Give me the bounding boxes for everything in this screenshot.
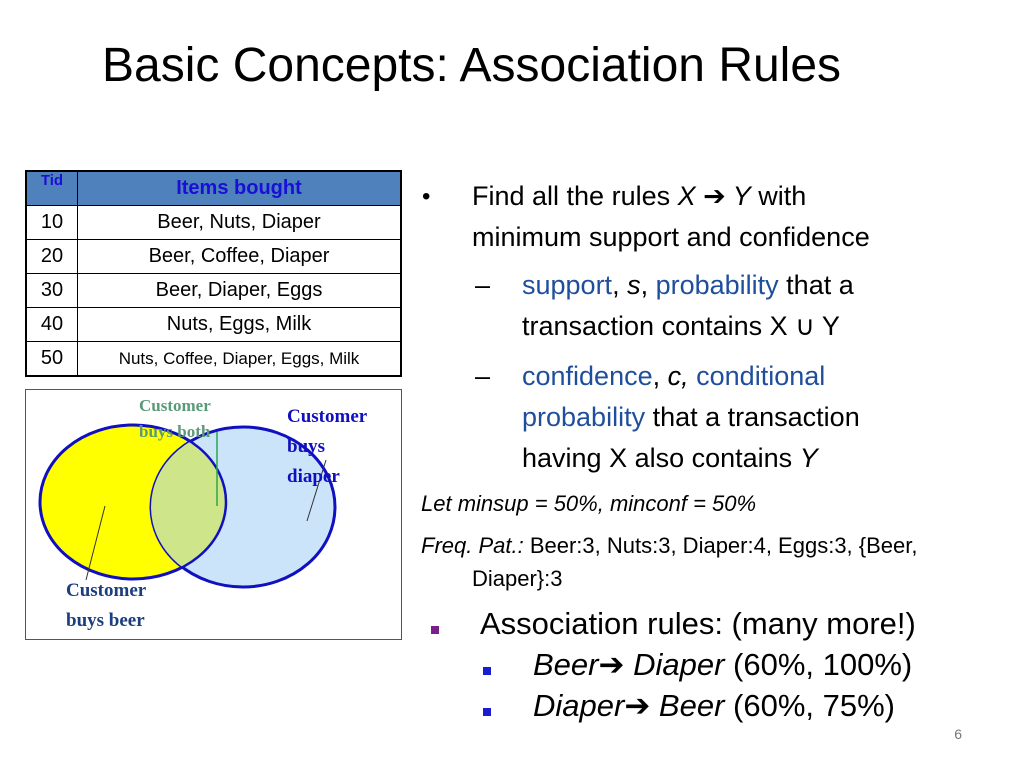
text: Find all the rules [472, 181, 678, 211]
row-items: Nuts, Coffee, Diaper, Eggs, Milk [77, 341, 402, 377]
var-s: s [627, 270, 641, 300]
term-conditional: conditional [688, 361, 826, 391]
label-line: buys [287, 436, 326, 457]
label-customer-buys-beer: Customer buys beer [66, 576, 186, 636]
square-bullet-icon [431, 626, 439, 634]
dash-support: – [475, 270, 491, 300]
rule-diaper-beer: Diaper➔ Beer (60%, 75%) [533, 688, 895, 724]
row-items: Beer, Coffee, Diaper [77, 239, 402, 274]
table-row: 40 Nuts, Eggs, Milk [25, 307, 402, 342]
rule-consequent: Diaper [624, 647, 725, 682]
label-line: diaper [287, 466, 340, 487]
text: that a [778, 270, 854, 300]
row-tid: 10 [25, 205, 78, 240]
rule-beer-diaper: Beer➔ Diaper (60%, 100%) [533, 647, 912, 683]
label-line: Customer [287, 406, 368, 427]
venn-diagram: Customer buys both Customer buys diaper … [25, 389, 402, 640]
text: having X also contains [522, 443, 800, 473]
arrow-icon: ➔ [598, 647, 625, 682]
text: Beer:3, Nuts:3, Diaper:4, Eggs:3, {Beer, [523, 533, 918, 558]
label-line: buys beer [66, 610, 145, 631]
header-items-bought: Items bought [77, 170, 402, 206]
term-confidence: confidence [522, 361, 653, 391]
header-tid: Tid [25, 170, 78, 206]
venn-shapes [38, 423, 337, 589]
table-header-row: Tid Items bought [25, 170, 402, 206]
table-row: 10 Beer, Nuts, Diaper [25, 205, 402, 240]
term-probability: probability [655, 270, 779, 300]
bullet-dot: • [422, 183, 431, 210]
text: , [640, 270, 656, 300]
rule-consequent: Beer [650, 688, 725, 723]
freq-pat-line1: Freq. Pat.: Beer:3, Nuts:3, Diaper:4, Eg… [421, 533, 918, 559]
arrow-icon: ➔ [703, 181, 726, 211]
slide-title: Basic Concepts: Association Rules [102, 39, 842, 92]
row-tid: 40 [25, 307, 78, 342]
support-definition-line1: support, s, probability that a [522, 270, 854, 301]
label-line: buys both [139, 422, 211, 441]
row-items: Nuts, Eggs, Milk [77, 307, 402, 342]
confidence-definition-line3: having X also contains Y [522, 443, 818, 474]
rule-antecedent: Diaper [533, 688, 625, 723]
var-x: X [677, 181, 696, 211]
freq-pat-line2: Diaper}:3 [472, 566, 563, 591]
beer-circle-outline [38, 423, 228, 581]
let-minsup-line: Let minsup = 50%, minconf = 50% [421, 491, 757, 516]
freq-label: Freq. Pat.: [421, 533, 524, 558]
term-probability: probability [522, 402, 646, 432]
label-customer-buys-diaper: Customer buys diaper [287, 402, 387, 492]
rule-antecedent: Beer [533, 647, 599, 682]
rule-values: (60%, 75%) [724, 688, 895, 723]
row-tid: 30 [25, 273, 78, 308]
support-definition-line2: transaction contains X ∪ Y [522, 311, 840, 341]
var-y: Y [725, 181, 751, 211]
page-number: 6 [954, 726, 962, 742]
label-line: Customer [66, 580, 147, 601]
table-row: 20 Beer, Coffee, Diaper [25, 239, 402, 274]
var-c: c, [667, 361, 689, 391]
dash-confidence: – [475, 361, 491, 391]
table-row: 30 Beer, Diaper, Eggs [25, 273, 402, 308]
text: , [652, 361, 668, 391]
term-support: support [522, 270, 613, 300]
pointer-diaper-line [306, 459, 327, 522]
arrow-icon: ➔ [624, 688, 651, 723]
square-bullet-icon [483, 708, 491, 716]
table-row: 50 Nuts, Coffee, Diaper, Eggs, Milk [25, 341, 402, 377]
rule-values: (60%, 100%) [724, 647, 913, 682]
square-bullet-icon [483, 667, 491, 675]
row-tid: 50 [25, 341, 78, 377]
label-line: Customer [139, 396, 211, 415]
var-y: Y [799, 443, 818, 473]
text: that a transaction [645, 402, 860, 432]
pointer-beer-line [85, 505, 106, 581]
confidence-definition-line1: confidence, c, conditional [522, 361, 825, 392]
bullet-find-rules-line1: Find all the rules X ➔ Y with [472, 181, 806, 212]
intersection-region [151, 427, 226, 579]
bullet-find-rules-line2: minimum support and confidence [472, 222, 870, 252]
label-customer-buys-both: Customer buys both [139, 393, 249, 445]
confidence-definition-line2: probability that a transaction [522, 402, 860, 433]
row-items: Beer, Nuts, Diaper [77, 205, 402, 240]
association-rules-heading: Association rules: (many more!) [480, 606, 916, 641]
row-tid: 20 [25, 239, 78, 274]
row-items: Beer, Diaper, Eggs [77, 273, 402, 308]
text: with [750, 181, 807, 211]
text: , [612, 270, 628, 300]
transactions-table: Tid Items bought 10 Beer, Nuts, Diaper 2… [25, 170, 402, 377]
